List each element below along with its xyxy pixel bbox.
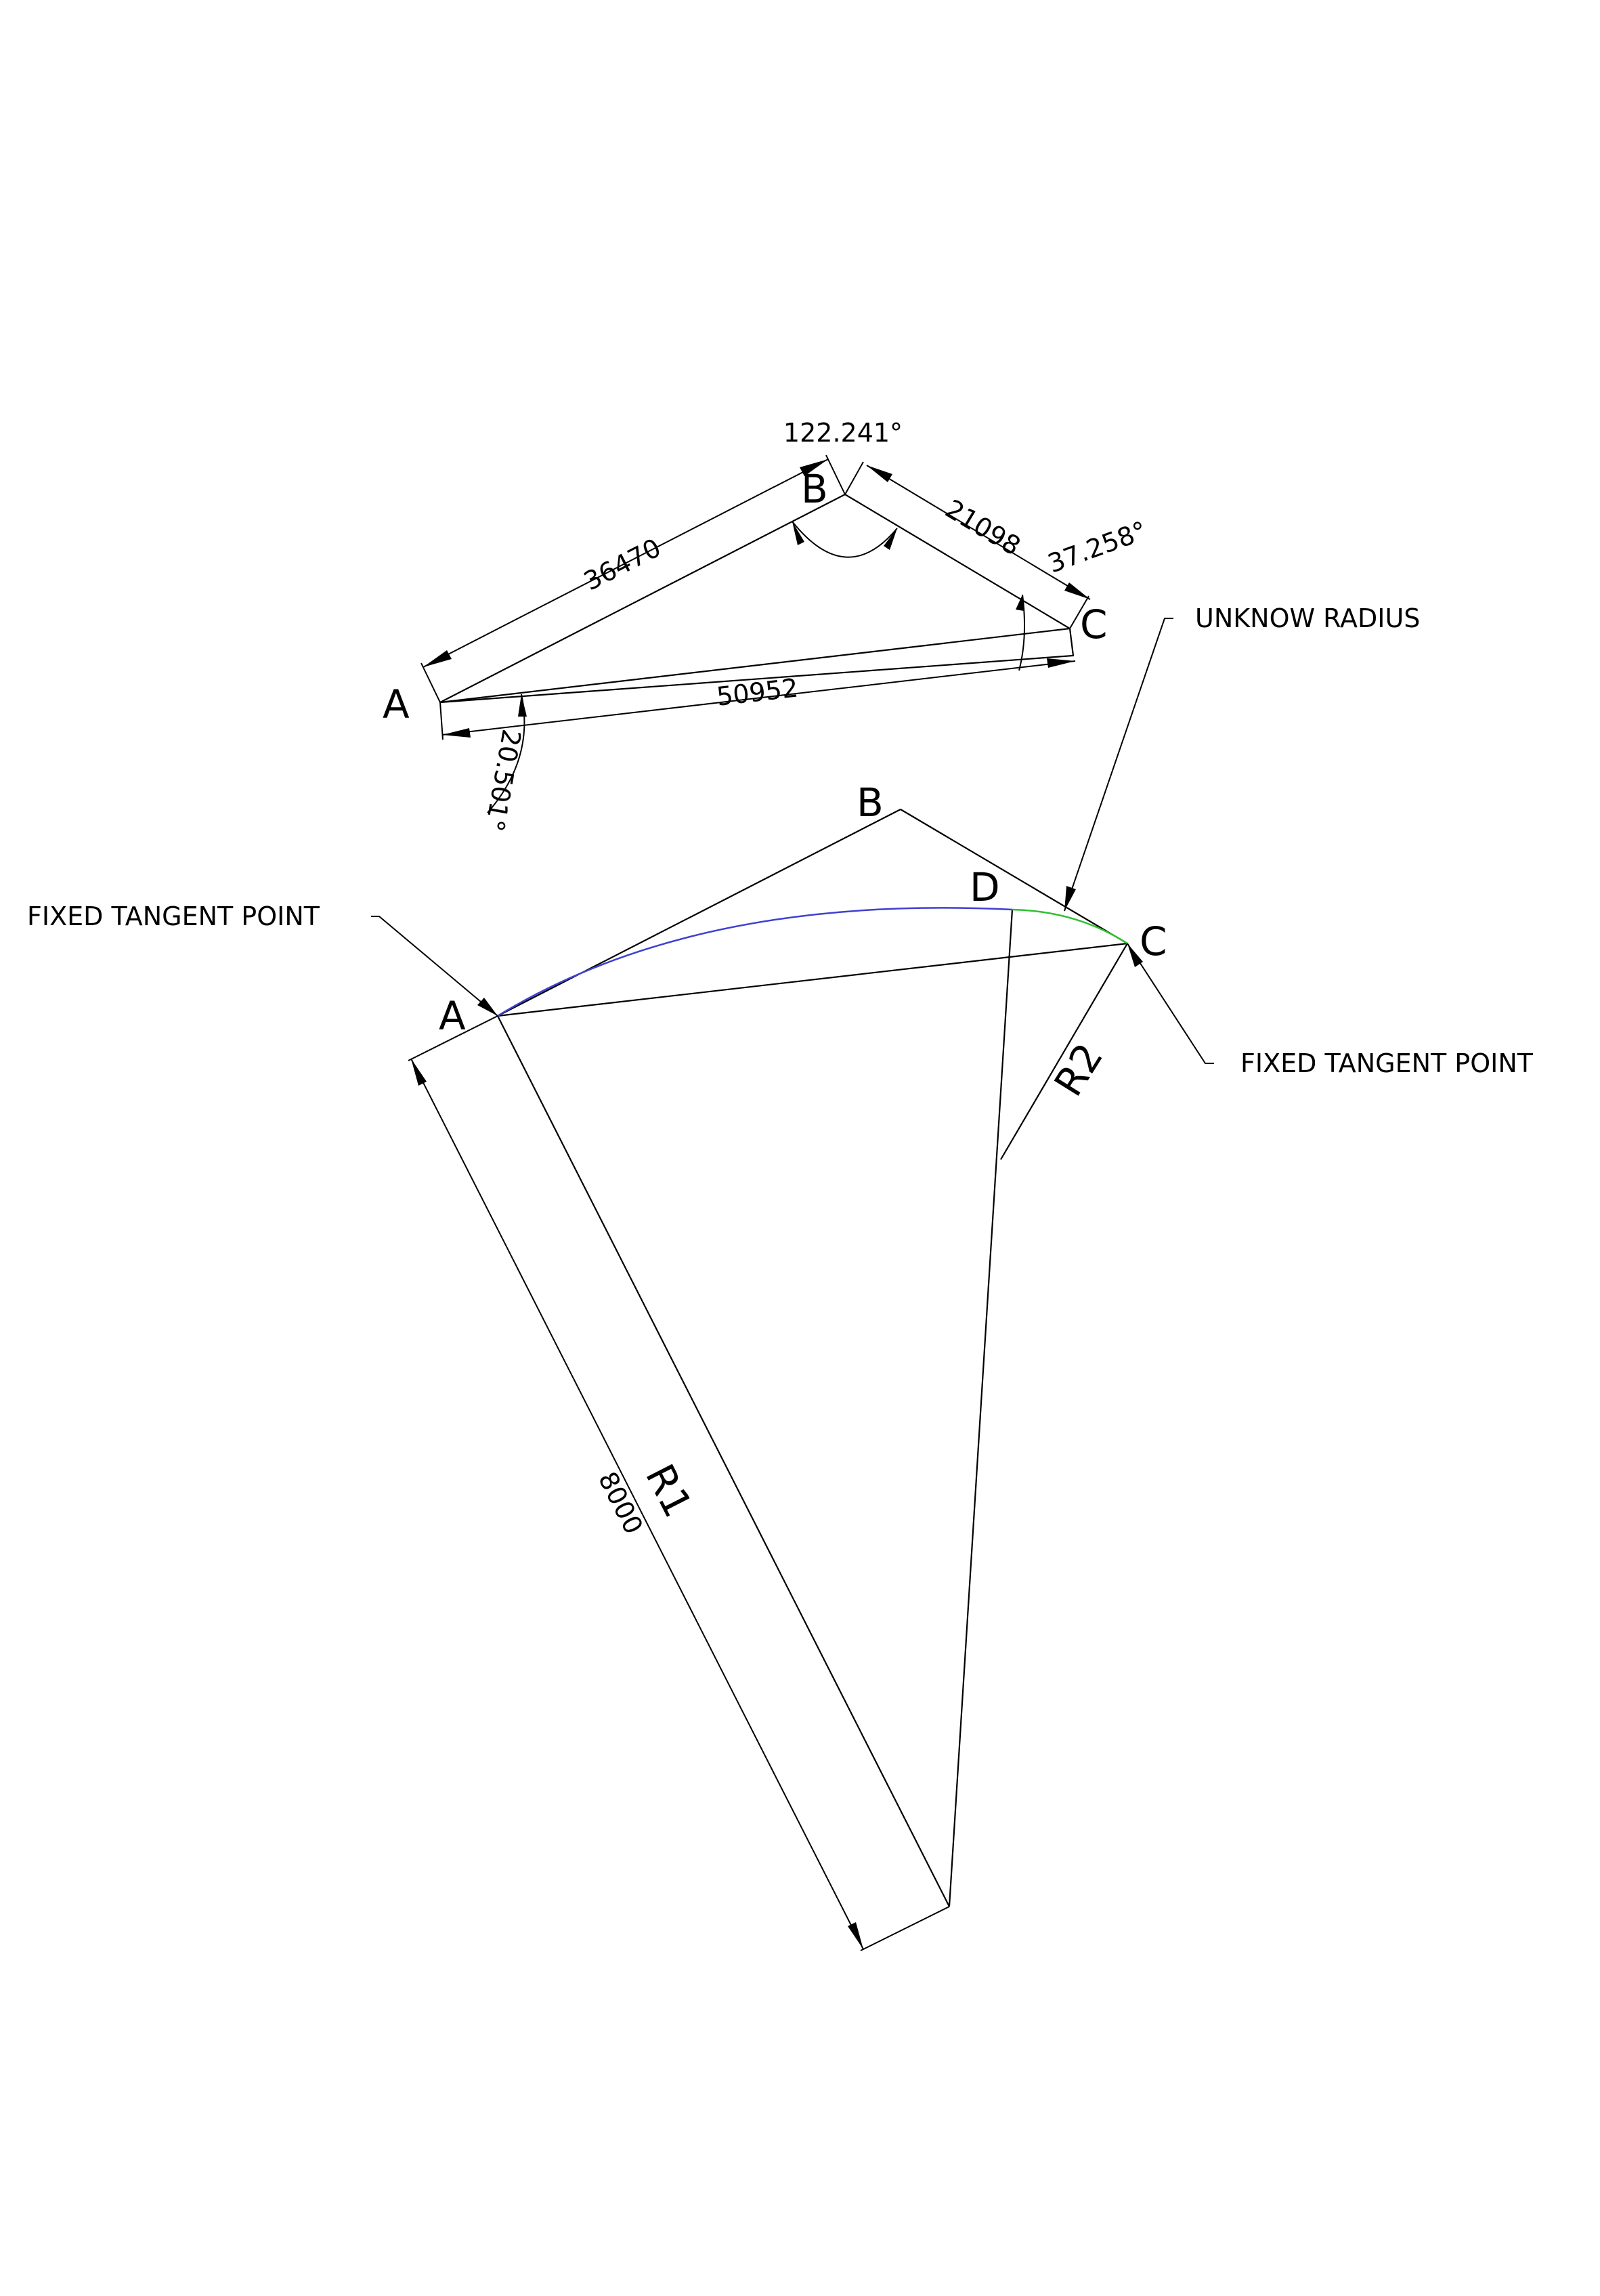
arrowhead [442, 728, 471, 738]
arrowhead [1064, 582, 1090, 599]
arrowhead [1064, 886, 1076, 911]
ext-line-a [420, 662, 441, 703]
ext-line-r1-bottom [860, 1906, 950, 1951]
radius-r2-line [1000, 943, 1128, 1160]
ext-line-a2 [439, 702, 444, 740]
vertex-label-b: B [801, 466, 828, 512]
vertex-label-c: C [1080, 601, 1108, 647]
ext-line-b2 [844, 461, 864, 495]
arrowhead [477, 998, 498, 1016]
point-label-d: D [970, 864, 1000, 910]
note-fixed-tangent-left: FIXED TANGENT POINT [27, 901, 320, 931]
arrowhead [1016, 595, 1024, 611]
arrowhead [792, 522, 804, 545]
arrowhead [411, 1059, 427, 1086]
ext-line-c [1069, 595, 1089, 629]
dim-ab-label: 36470 [579, 532, 666, 596]
point-label-b: B [857, 780, 884, 826]
point-label-a: A [439, 993, 466, 1039]
dim-ac-label: 50952 [715, 673, 800, 711]
tangent-line-bc [900, 809, 1128, 944]
arrowhead [1047, 658, 1075, 668]
note-unknown-radius: UNKNOW RADIUS [1195, 603, 1420, 633]
arrowhead [518, 694, 527, 717]
leader-fixed-left [371, 916, 498, 1017]
chord-ac [497, 942, 1128, 1017]
leader-fixed-right [1127, 943, 1214, 1064]
angle-arc-c [1018, 594, 1026, 671]
note-fixed-tangent-right: FIXED TANGENT POINT [1240, 1048, 1534, 1078]
arrowhead [867, 465, 892, 482]
radius-line-d [948, 909, 1014, 1907]
dim-line-ab [423, 459, 829, 668]
tangent-line-ab [497, 809, 901, 1017]
arrowhead [884, 528, 897, 550]
radius-r1-line [497, 1015, 950, 1907]
leader-unknown-radius [1064, 618, 1173, 912]
angle-b-label: 122.241° [783, 418, 903, 448]
angle-c-label: 37.258° [1044, 515, 1151, 578]
dimensioned-triangle: 36470 21098 50952 122.241° 37.258° 20.50… [383, 418, 1150, 834]
dim-line-r1 [410, 1058, 864, 1950]
ext-line-b [825, 454, 846, 495]
arrowhead [1127, 943, 1143, 967]
angle-arc-b [792, 521, 898, 558]
r2-label: R2 [1045, 1036, 1112, 1105]
vertex-label-a: A [383, 681, 410, 727]
arrowhead [423, 650, 452, 667]
point-label-c: C [1140, 918, 1167, 964]
arc-construction: R1 8000 R2 FIXED TANGENT POINT FIXED TAN… [27, 603, 1534, 1951]
r1-label: R1 [636, 1457, 701, 1525]
arc-r2 [1012, 908, 1128, 945]
dim-line-ac [441, 660, 1076, 736]
dim-line-bc [866, 465, 1091, 600]
arc-r1 [497, 907, 1013, 1017]
arrowhead [848, 1922, 863, 1949]
triangle-side-ac [439, 627, 1071, 704]
angle-a-label: 20.501° [479, 727, 527, 834]
arrowhead [800, 459, 828, 476]
ext-line-r1-top [408, 1015, 498, 1061]
dim-bc-label: 21098 [940, 494, 1026, 561]
